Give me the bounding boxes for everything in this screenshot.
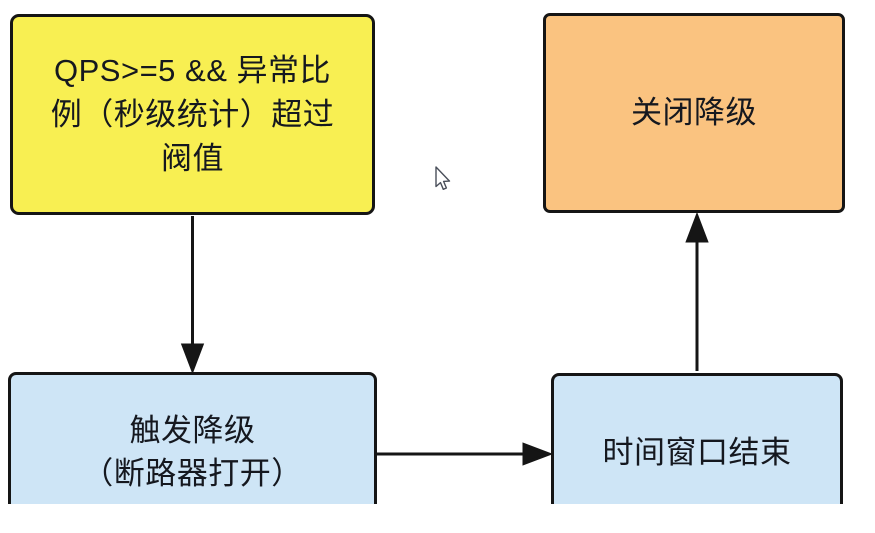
arrow-trigger-to-window bbox=[377, 442, 554, 466]
node-trigger-downgrade-line2: （断路器打开） bbox=[82, 456, 303, 491]
arrow-window-to-close bbox=[685, 211, 709, 371]
node-condition-line2: 例（秒级统计）超过 bbox=[50, 96, 335, 132]
node-trigger-condition: QPS>=5 && 异常比 例（秒级统计）超过 阀值 bbox=[10, 14, 375, 215]
arrow-condition-to-trigger bbox=[180, 216, 205, 375]
node-condition-line3: 阀值 bbox=[161, 140, 224, 176]
node-trigger-downgrade-line1: 触发降级 bbox=[129, 413, 256, 448]
bottom-crop-strip bbox=[0, 504, 875, 533]
node-close-downgrade: 关闭降级 bbox=[543, 13, 845, 213]
node-condition-line1: QPS>=5 && 异常比 bbox=[54, 52, 331, 88]
node-close-downgrade-label: 关闭降级 bbox=[631, 95, 757, 130]
node-time-window-end-label: 时间窗口结束 bbox=[602, 434, 792, 470]
